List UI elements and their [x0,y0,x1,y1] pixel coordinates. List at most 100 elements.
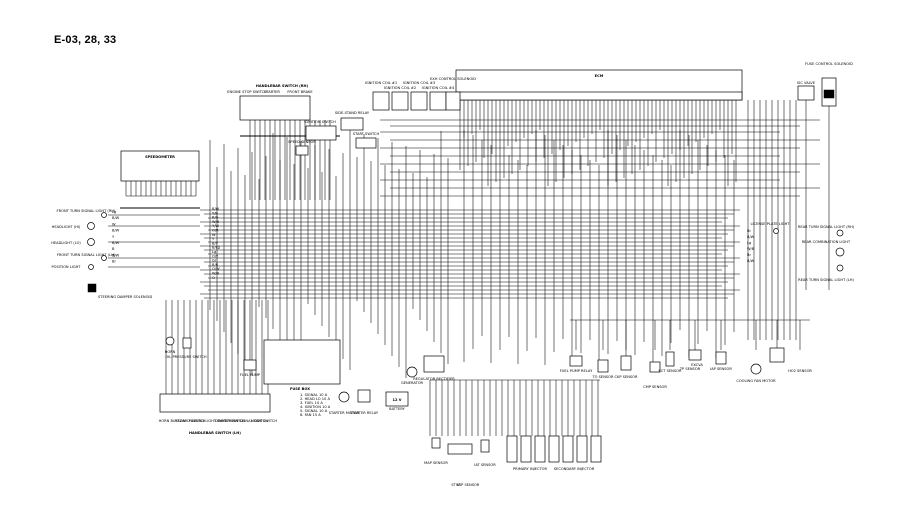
stp-sensor-label: STP SENSOR [457,483,480,487]
fuse-box-label: FUSE BOX [290,387,310,391]
horn-label: HORN [165,350,176,354]
oil-pressure-switch: OIL PRESSURE SWITCH [165,337,207,359]
battery: 12 V BATTERY [385,391,409,411]
primary-injector-label: PRIMARY INJECTOR [513,467,547,471]
rear-combination-label: REAR COMBINATION LIGHT [802,240,851,244]
turn-switch-label: TURN SIGNAL SWITCH [227,419,268,423]
position-light-label: POSITION LIGHT [52,265,82,269]
starter-relay-label: STARTER RELAY [350,411,379,415]
wire-code: Y [212,237,215,241]
fuel-pump-label: FUEL PUMP [240,373,261,377]
isc-valve-label: ISC VALVE [797,81,816,85]
side-stand-label: SIDE-STAND RELAY [335,111,370,115]
wire-code: B/Y [212,241,219,245]
headlight-hi-label: HEADLIGHT (HI) [52,225,81,229]
handlebar-switch-lh-label: HANDLEBAR SWITCH (LH) [189,431,241,435]
ckp-sensor-label: CKP SENSOR [614,375,638,379]
wire-codes-left: B/WY/BB/GW/BY/WO/RWYB/YB/LgLgO/YGrB/RO/W… [212,207,220,280]
wire-code: Lg [212,250,216,254]
coil-1-label: IGNITION COIL #1 [365,81,397,85]
ignition-switch: IGNITION SWITCH [304,120,337,141]
wire-code: B/W [112,241,120,245]
wire-code: W [212,233,216,237]
isc-valve: ISC VALVE [797,81,816,101]
fuse-box: FUSE BOX 1. SIGNAL 10 A 2. HEAD LO 10 A … [263,339,341,417]
regulator-label: REGULATOR RECTIFIER [413,377,455,381]
rear-turn-rh-label: REAR TURN SIGNAL LIGHT (RH) [798,225,855,229]
headlight-lo-label: HEADLIGHT (LO) [51,241,81,245]
rear-turn-lh-label: REAR TURN SIGNAL LIGHT (LH) [798,278,854,282]
wire-code: W/R [212,272,220,276]
fuel-pump: FUEL PUMP [240,359,261,377]
stva-label: STVA [451,483,461,487]
wire-code: B/W [112,229,120,233]
speed-sensor: SPEED SENSOR [288,140,316,156]
starter-motor-label: STARTER MOTOR [329,411,360,415]
dimmer-switch-label: DIMMER SWITCH [215,419,245,423]
ignition-coils: IGNITION COIL #1 IGNITION COIL #2 IGNITI… [365,77,476,111]
fuse-control-solenoid: FUSE CONTROL SOLENOID [805,62,853,107]
ecm-label: ECM [595,74,604,78]
front-turn-lh-label: FRONT TURN SIGNAL LIGHT (LH) [57,253,116,257]
wire-code: B/G [212,216,219,220]
license-plate-label: LICENSE PLATE LIGHT [750,222,790,226]
fuse-4: 4. IGNITION 10 A [300,405,331,409]
fuse-2: 2. HEAD LO 10 A [300,397,330,401]
tp-sensor-label: TP SENSOR [679,367,701,371]
iap-sensor-label: IAP SENSOR [710,367,732,371]
wire-code: Br [747,229,751,233]
wire-code: W [112,222,116,226]
wire-code: B/W [747,259,755,263]
front-turn-rh-label: FRONT TURN SIGNAL LIGHT (RH) [57,209,116,213]
wire-code: W/B [747,247,755,251]
handlebar-switch-rh: HANDLEBAR SWITCH (RH) ENGINE STOP SWITCH… [227,84,313,121]
battery-voltage: 12 V [392,398,401,402]
wire-code: Br [112,260,116,264]
passing-light-label: PASSING LIGHT SWITCH [189,419,232,423]
coil-4-label: IGNITION COIL #4 [422,86,455,90]
wire-code: B/W [747,235,755,239]
fuse-5: 5. SIGNAL 10 A [300,409,328,413]
wire-code: Y [112,235,115,239]
horn: HORN [165,336,176,354]
speed-sensor-label: SPEED SENSOR [288,140,316,144]
coil-2-label: IGNITION COIL #2 [384,86,416,90]
exh-control-label: EXH CONTROL SOLENOID [430,77,476,81]
fuse-control-solenoid-label: FUSE CONTROL SOLENOID [805,62,853,66]
cmp-sensor-label: CMP SENSOR [643,385,667,389]
regulator-rectifier: REGULATOR RECTIFIER [413,355,455,381]
wire-code: O/R [212,229,219,233]
wire-code: Lg [112,210,116,214]
wire-code: Br [747,253,751,257]
ignition-switch-label: IGNITION SWITCH [304,120,336,124]
front-brake-label: FRONT BRAKE [287,90,313,94]
wire-code: Gr [212,259,217,263]
rear-lights-right: LICENSE PLATE LIGHT REAR TURN SIGNAL LIG… [750,222,854,282]
injectors-row: MAP SENSOR STVA STP SENSOR IAT SENSOR PR… [424,435,602,487]
wire-code: Lg [747,241,751,245]
mode-switch-label: MODE SWITCH [251,419,277,423]
to-sensor-label: TO SENSOR [591,375,614,379]
fuse-1: 1. SIGNAL 10 A [300,393,328,397]
horn-button-label: HORN BUTTON [159,419,186,423]
handlebar-switch-rh-label: HANDLEBAR SWITCH (RH) [256,84,309,88]
handlebar-switch-lh: HANDLEBAR SWITCH (LH) HORN BUTTON HAZARD… [159,393,277,435]
fuse-3: 3. FUEL 10 A [300,401,323,405]
start-switch: START SWITCH [353,132,379,149]
speedometer-label: SPEEDOMETER [145,155,175,159]
hazard-switch-label: HAZARD SWITCH [175,419,206,423]
steering-damper-label: STEERING DAMPER SOLENOID [98,295,152,299]
diagram-title: E-03, 28, 33 [54,34,117,46]
engine-stop-label: ENGINE STOP SWITCH [227,90,267,94]
wire-code: W/B [212,220,220,224]
ecm-block[interactable]: ECM [455,69,743,101]
ho2-sensor-label: HO2 SENSOR [788,369,812,373]
generator-label: GENERATOR [401,381,424,385]
wire-code: B [112,247,115,251]
side-stand-relay: SIDE-STAND RELAY [335,111,370,131]
wire-code: B/W [112,253,120,257]
wire-code: B/R [212,263,219,267]
fuse-6: 6. FAN 15 A [300,413,321,417]
